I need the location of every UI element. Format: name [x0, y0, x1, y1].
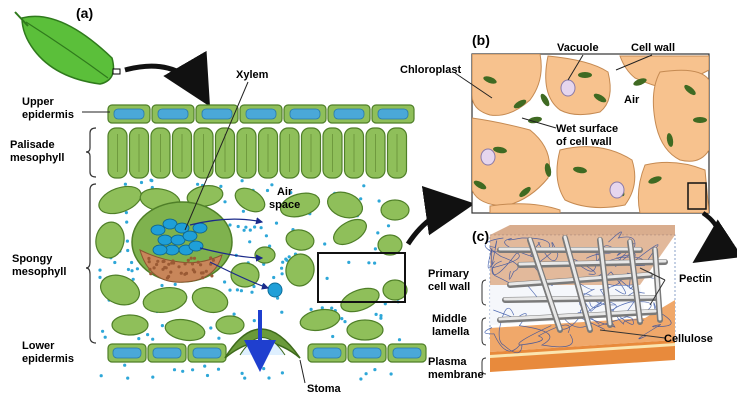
left-braces — [85, 127, 97, 344]
palisade-mesophyll — [107, 127, 408, 179]
upper-epidermis — [107, 104, 415, 124]
label-middle-lamella: Middle lamella — [432, 313, 469, 339]
label-primary-cell-wall: Primary cell wall — [428, 268, 470, 294]
panel-c-leaders — [481, 267, 666, 375]
label-chloroplast: Chloroplast — [400, 64, 462, 76]
label-air-space-line2: space — [269, 199, 301, 211]
label-middle-line1: Middle — [432, 313, 467, 325]
label-cellulose: Cellulose — [664, 333, 713, 345]
label-vacuole: Vacuole — [557, 42, 599, 54]
cellulose-fibrils — [497, 235, 668, 333]
label-upper-epidermis: Upper epidermis — [22, 96, 74, 122]
panel-a-leaders — [82, 81, 306, 384]
lower-epidermis — [107, 343, 427, 363]
xylem-cells — [150, 218, 208, 256]
water-droplet — [267, 282, 283, 298]
label-wet-surface-line1: Wet surface — [556, 123, 619, 135]
label-upper-epidermis-line2: epidermis — [22, 109, 74, 121]
label-stoma: Stoma — [307, 383, 341, 395]
label-plasma-membrane: Plasma membrane — [428, 356, 484, 382]
label-air-space: Air space — [269, 186, 300, 212]
label-spongy-line2: mesophyll — [12, 266, 67, 278]
water-flow-arrows — [189, 217, 270, 290]
panel-b-figure — [471, 53, 710, 214]
label-palisade-line2: mesophyll — [10, 152, 65, 164]
spongy-mesophyll — [95, 185, 410, 342]
leaf-icon — [14, 11, 121, 85]
label-lower-epidermis-line2: epidermis — [22, 353, 74, 365]
label-middle-line2: lamella — [432, 326, 470, 338]
label-lower-epidermis-line1: Lower — [22, 340, 55, 352]
panel-b-leaders — [454, 54, 653, 129]
panel-c-figure — [484, 225, 676, 372]
leaf-to-tissue-arrow — [124, 50, 211, 107]
label-spongy-mesophyll: Spongy mesophyll — [12, 253, 66, 279]
label-palisade-mesophyll: Palisade mesophyll — [10, 139, 64, 165]
label-upper-epidermis-line1: Upper — [22, 96, 54, 108]
panel-label-a: (a) — [76, 5, 94, 21]
vascular-bundle — [131, 201, 233, 283]
label-primary-line2: cell wall — [428, 281, 471, 293]
to-panel-c-arrow — [692, 211, 737, 263]
zoom-box-b — [687, 182, 707, 210]
label-air-space-line1: Air — [276, 186, 293, 198]
label-primary-line1: Primary — [428, 268, 469, 280]
label-cell-wall: Cell wall — [631, 42, 676, 54]
label-palisade-line1: Palisade — [10, 139, 55, 151]
label-air: Air — [624, 94, 640, 106]
label-plasma-line1: Plasma — [428, 356, 467, 368]
panel-label-c: (c) — [472, 228, 490, 244]
label-lower-epidermis: Lower epidermis — [22, 340, 74, 366]
label-wet-surface-line2: of cell wall — [556, 136, 612, 148]
label-spongy-line1: Spongy — [12, 253, 53, 265]
label-pectin: Pectin — [679, 273, 713, 285]
panel-label-b: (b) — [472, 32, 490, 48]
focus-region-box — [317, 252, 406, 303]
label-xylem: Xylem — [236, 69, 269, 81]
label-wet-surface: Wet surface of cell wall — [556, 123, 618, 149]
to-panel-b-arrow — [405, 185, 475, 246]
label-plasma-line2: membrane — [428, 369, 484, 381]
